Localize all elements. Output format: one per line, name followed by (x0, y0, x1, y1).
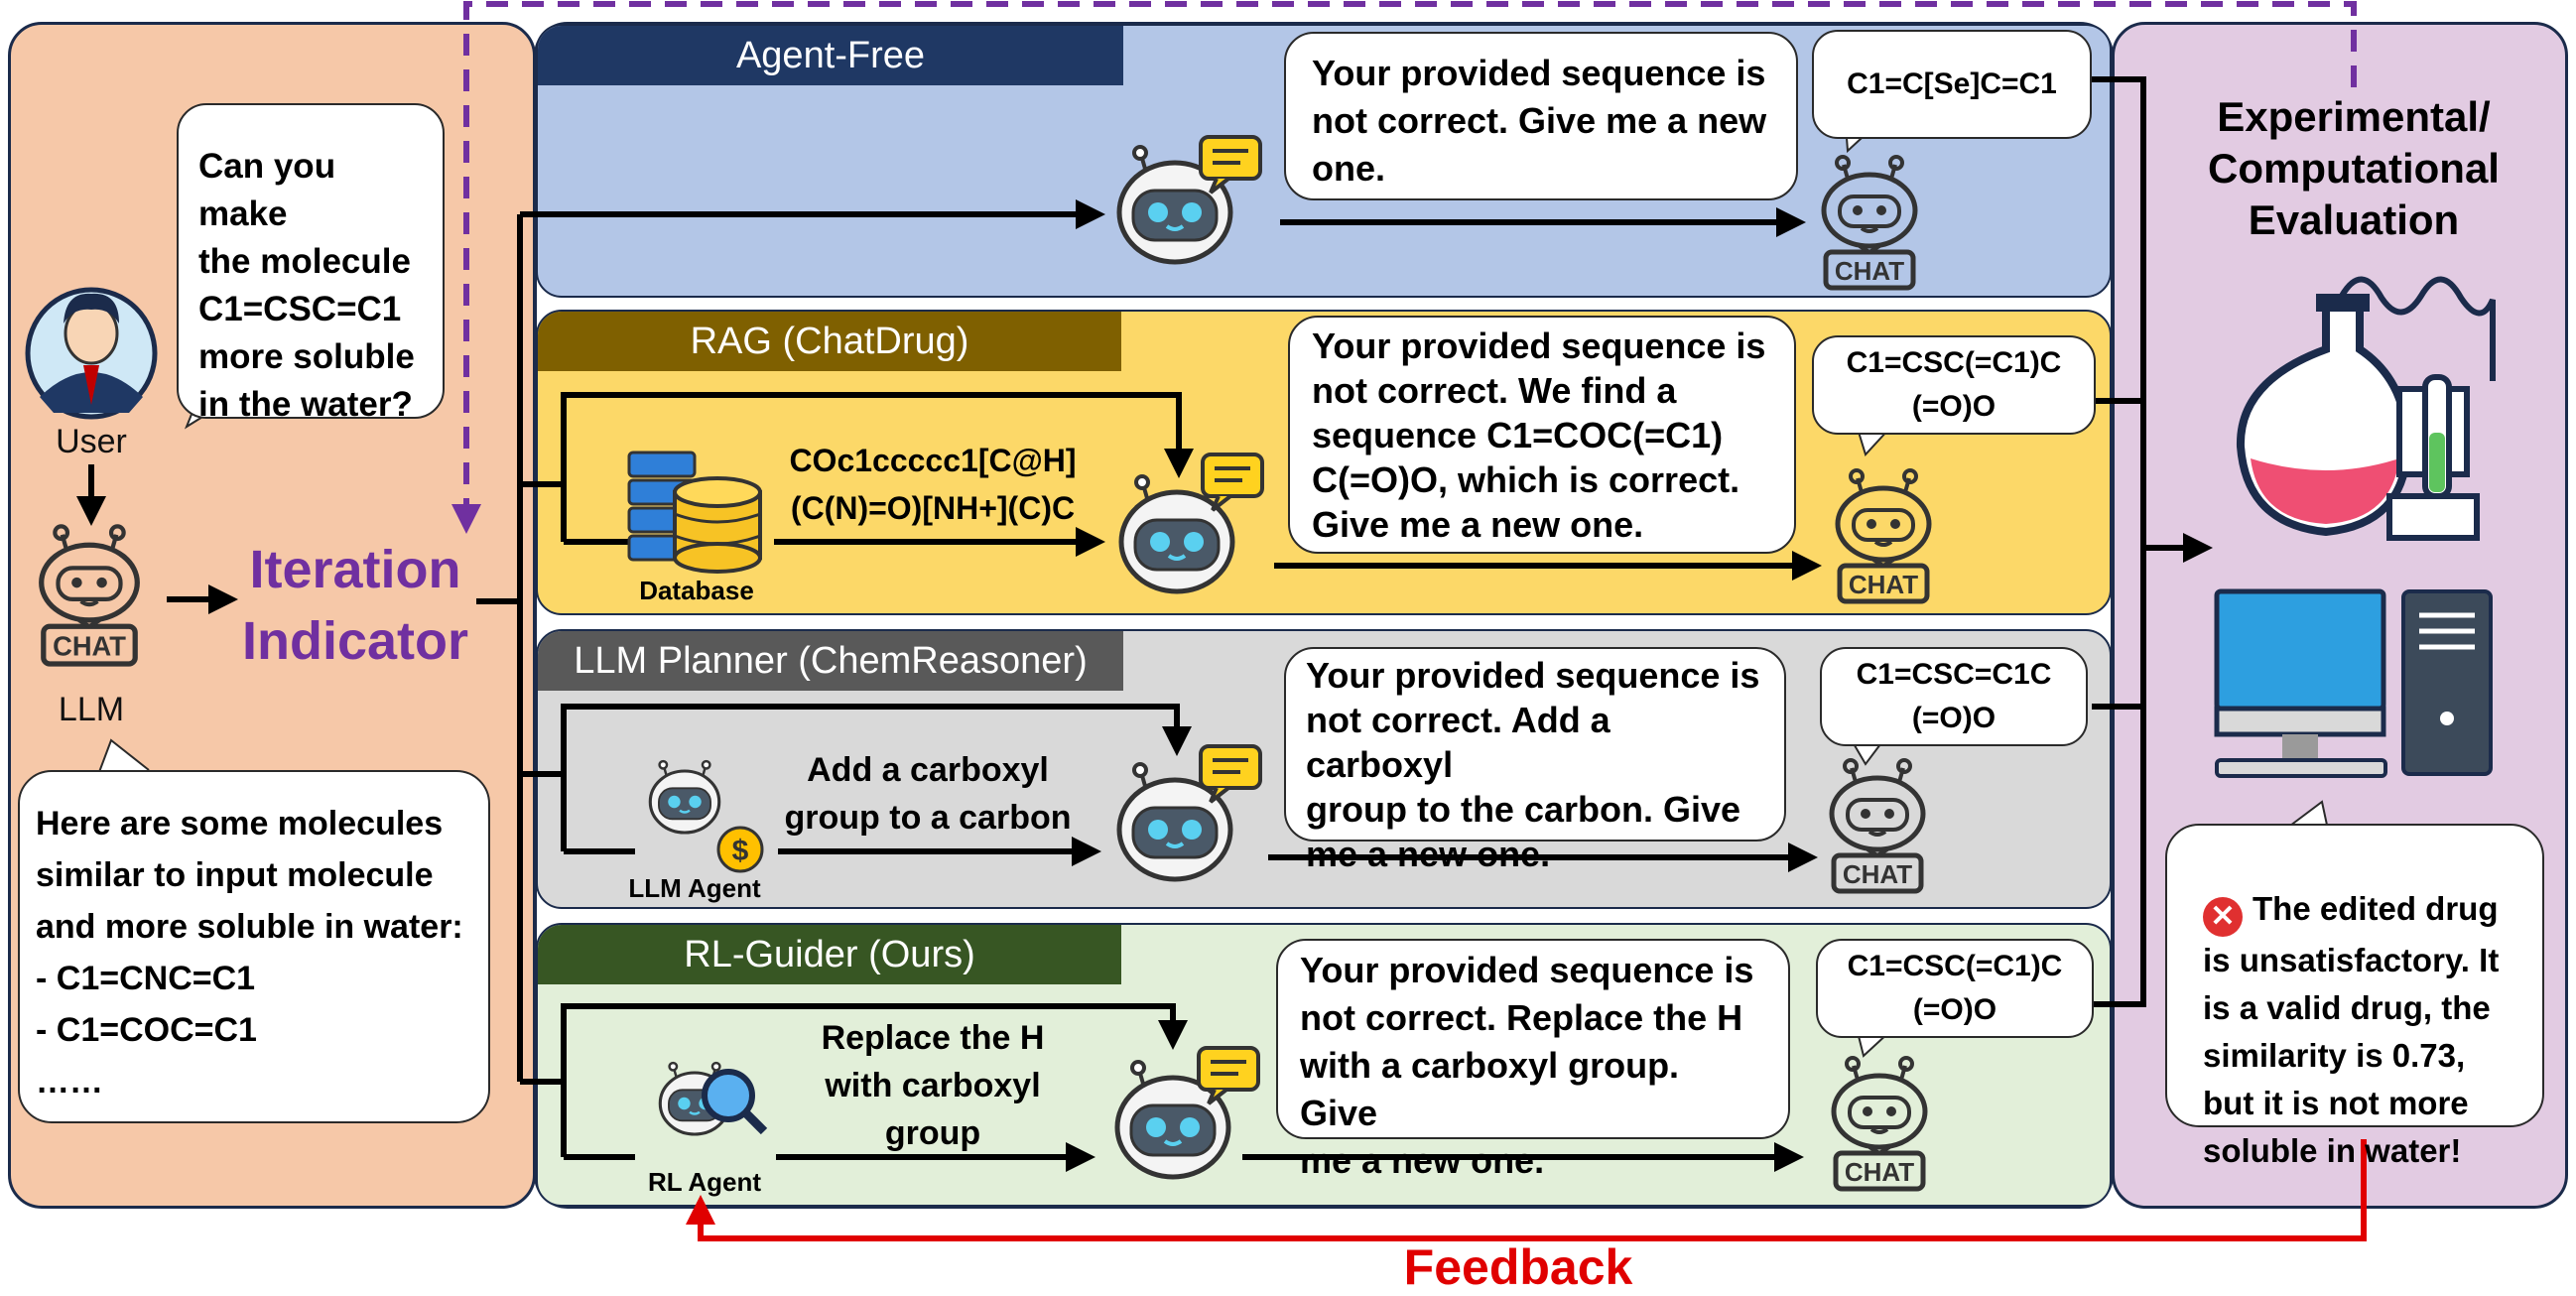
smiles-rl-guider: C1=CSC(=C1)C (=O)O (1816, 939, 2094, 1038)
tool-output-rl-guider: Replace the H with carboxyl group (821, 1019, 1045, 1152)
message-bubble-llm-planner: Your provided sequence is not correct. A… (1284, 647, 1786, 874)
smiles-agent-free: C1=C[Se]C=C1 (1812, 30, 2092, 139)
computer-icon (2214, 588, 2493, 778)
svg-text:CHAT: CHAT (1843, 859, 1912, 889)
evaluation-result: The edited drug is unsatisfactory. It is… (2203, 890, 2500, 1169)
section-title: LLM Planner (ChemReasoner) (538, 631, 1123, 691)
svg-text:CHAT: CHAT (1849, 570, 1918, 599)
error-x-icon: ✕ (2203, 897, 2243, 937)
llm-reply-bubble: Here are some molecules similar to input… (18, 770, 490, 1123)
message-bubble-rl-guider: Your provided sequence is not correct. R… (1276, 939, 1790, 1181)
svg-text:CHAT: CHAT (53, 631, 126, 662)
dollar-icon: $ (716, 826, 764, 873)
database-icon (627, 451, 762, 574)
flask-icon (2236, 276, 2496, 541)
llm-agent-icon (648, 759, 721, 835)
magnifier-icon (702, 1069, 768, 1135)
chat-robot-icon: CHAT (1838, 470, 1929, 601)
section-title: RAG (ChatDrug) (538, 312, 1121, 371)
chat-robot-icon: CHAT (1824, 157, 1915, 288)
section-title: Agent-Free (538, 26, 1123, 85)
llm-chat-icon: CHAT (42, 526, 138, 664)
tool-output-llm-planner: Add a carboxyl group to a carbon (784, 751, 1072, 837)
smiles-rag: C1=CSC(=C1)C (=O)O (1812, 335, 2096, 435)
feedback-label: Feedback (1403, 1239, 1633, 1295)
message-bubble-agent-free: Your provided sequence is not correct. G… (1284, 32, 1798, 200)
svg-text:CHAT: CHAT (1835, 256, 1904, 286)
chat-robot-icon: CHAT (1832, 760, 1923, 891)
tool-label-llm-agent: LLM Agent (628, 873, 761, 903)
tool-label-database: Database (639, 576, 754, 605)
user-avatar-icon (25, 287, 158, 420)
section-title: RL-Guider (Ours) (538, 925, 1121, 984)
smiles-llm-planner: C1=CSC=C1C (=O)O (1820, 647, 2088, 746)
user-label: User (56, 423, 127, 460)
llm-label: LLM (58, 691, 125, 728)
svg-text:$: $ (732, 835, 749, 867)
user-question-bubble: Can you make the molecule C1=CSC=C1 more… (177, 103, 445, 424)
evaluation-result-bubble: ✕The edited drug is unsatisfactory. It i… (2165, 824, 2544, 1169)
tool-output-rag: COc1ccccc1[C@H] (C(N)=O)[NH+](C)C (789, 443, 1077, 526)
tool-label-rl-agent: RL Agent (647, 1167, 762, 1197)
evaluation-title: Experimental/ Computational Evaluation (2208, 93, 2500, 243)
message-bubble-rag: Your provided sequence is not correct. W… (1288, 316, 1796, 554)
iteration-indicator: Iteration Indicator (241, 540, 469, 671)
chat-robot-icon: CHAT (1834, 1058, 1925, 1189)
svg-text:CHAT: CHAT (1845, 1157, 1914, 1187)
